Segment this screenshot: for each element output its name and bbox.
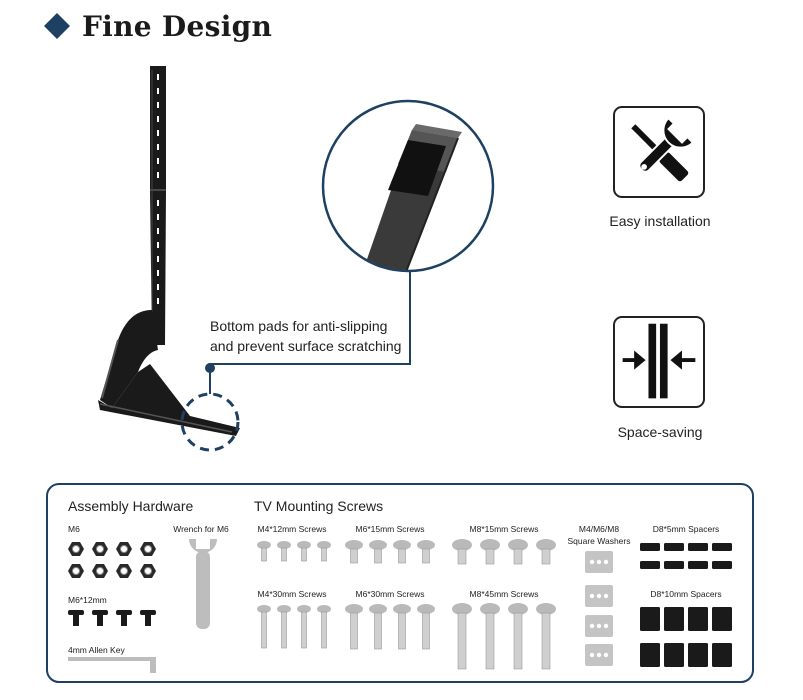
m4x30-screws — [256, 604, 332, 649]
washers-label: M4/M6/M8 — [578, 524, 620, 534]
easy-installation-label: Easy installation — [609, 213, 711, 229]
m6x15-screws — [344, 539, 436, 564]
d8x5-spacers — [640, 543, 732, 569]
m6x30-screws — [344, 603, 436, 650]
wrench-part — [189, 539, 217, 629]
title-row: Fine Design — [44, 8, 272, 44]
detail-highlight — [180, 392, 240, 452]
diamond-bullet-icon — [44, 13, 70, 39]
square-washers — [585, 551, 613, 666]
d8x5-label: D8*5mm Spacers — [652, 524, 720, 534]
m6-nuts-label: M6 — [68, 524, 80, 534]
callout-line-1: Bottom pads for anti-slipping — [210, 318, 388, 334]
hardware-parts-drawing — [67, 538, 732, 673]
easy-installation-badge — [613, 106, 705, 198]
wrench-label: Wrench for M6 — [173, 524, 229, 534]
m8x45-label: M8*45mm Screws — [469, 589, 539, 599]
mounting-screws-heading: TV Mounting Screws — [254, 498, 384, 514]
m4x12-screws — [256, 540, 332, 562]
page-title: Fine Design — [82, 9, 273, 43]
washers-label-2: Square Washers — [567, 536, 631, 546]
space-saving-label: Space-saving — [617, 424, 703, 440]
hardware-panel: Assembly Hardware TV Mounting Screws M6 … — [46, 483, 754, 683]
space-saving-badge — [613, 316, 705, 408]
allen-key-label: 4mm Allen Key — [68, 645, 125, 655]
tv-stand-illustration — [98, 66, 495, 452]
allen-key-part — [68, 657, 156, 673]
m4x30-label: M4*30mm Screws — [257, 589, 327, 599]
m8x15-screws — [451, 538, 557, 565]
wrench-screwdriver-icon — [631, 116, 695, 182]
stand-base — [98, 310, 240, 436]
m6-nuts — [67, 541, 157, 579]
d8x10-label: D8*10mm Spacers — [650, 589, 722, 599]
compress-arrows-icon — [622, 323, 696, 399]
m4x12-label: M4*12mm Screws — [257, 524, 327, 534]
m6x12-bolts — [68, 610, 156, 626]
callout-text: Bottom pads for anti-slipping and preven… — [210, 316, 410, 356]
callout-line-2: and prevent surface scratching — [210, 338, 402, 354]
m6x15-label: M6*15mm Screws — [355, 524, 425, 534]
zoom-detail-circle — [321, 99, 495, 273]
assembly-hardware-heading: Assembly Hardware — [68, 498, 194, 514]
stand-post — [150, 66, 166, 345]
m6x12-label: M6*12mm — [68, 595, 107, 605]
m8x15-label: M8*15mm Screws — [469, 524, 539, 534]
m8x45-screws — [451, 602, 557, 670]
m6x30-label: M6*30mm Screws — [355, 589, 425, 599]
d8x10-spacers — [640, 607, 732, 667]
